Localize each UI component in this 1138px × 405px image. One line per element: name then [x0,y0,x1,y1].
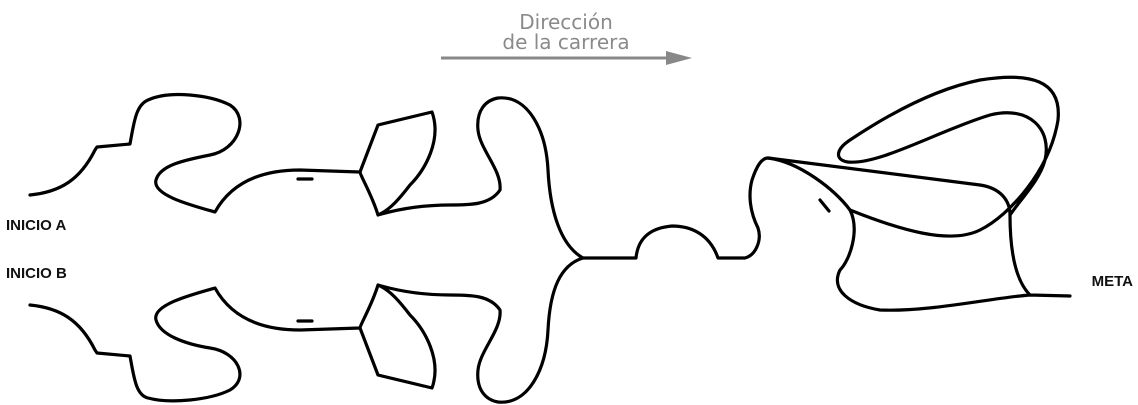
race-direction: Dirección de la carrera [441,10,692,65]
track-start-b [30,258,583,402]
track-start-a [30,95,850,258]
direction-arrow-head [666,51,692,65]
track [30,77,1070,402]
marker-finish [820,200,829,211]
label-start-b: INICIO B [6,265,67,282]
label-start-a: INICIO A [6,217,66,234]
track-finish-section [768,77,1070,310]
label-finish: META [1092,273,1134,290]
direction-line-2: de la carrera [502,30,629,54]
